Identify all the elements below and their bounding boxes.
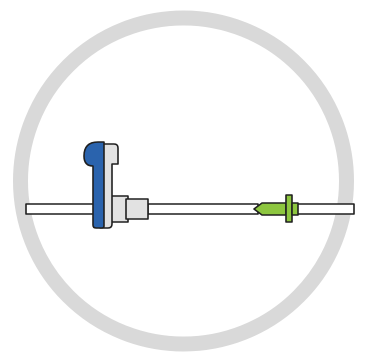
clamp-sleeve-end — [125, 198, 149, 220]
tube-middle-segment — [147, 203, 259, 215]
connector-collar — [291, 202, 299, 216]
clamp-lever — [83, 141, 105, 229]
ring-frame — [13, 10, 354, 352]
connector-tip — [253, 202, 287, 216]
tubing — [25, 203, 355, 215]
luer-connector-icon — [253, 194, 299, 223]
tube-right-segment — [295, 203, 355, 215]
tube-left-segment — [25, 203, 97, 215]
roller-clamp-icon — [83, 141, 149, 229]
connector-flange — [285, 194, 293, 223]
